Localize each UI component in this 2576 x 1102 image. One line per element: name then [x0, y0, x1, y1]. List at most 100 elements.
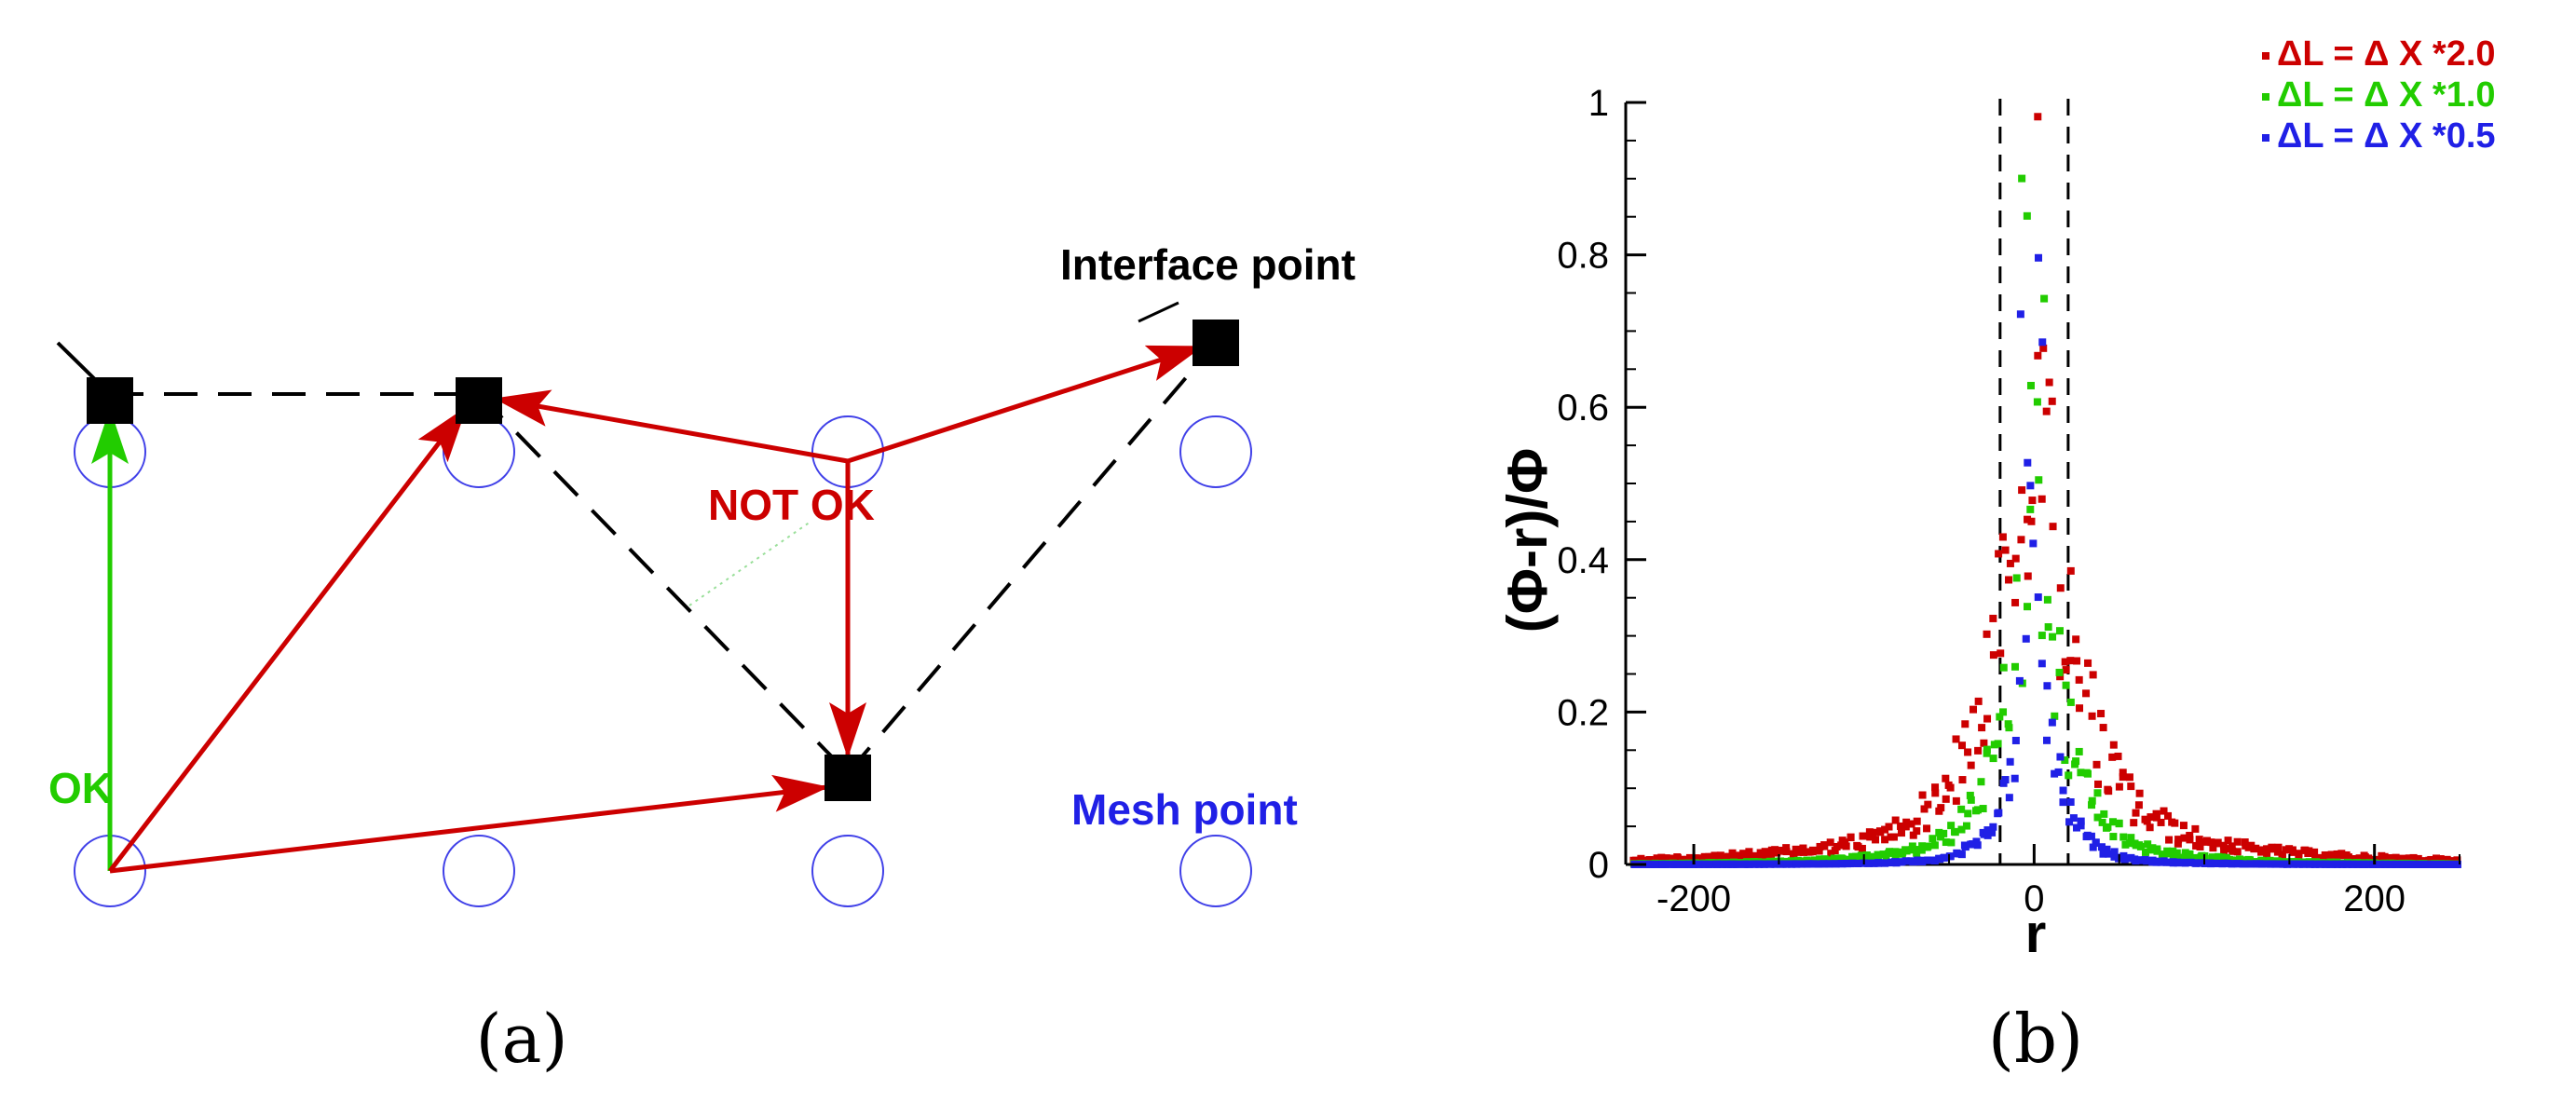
data-point: [2190, 853, 2199, 862]
data-point: [2043, 736, 2051, 744]
data-point: [2164, 811, 2173, 820]
data-point: [1866, 833, 1874, 841]
data-point: [1827, 850, 1835, 858]
data-point: [2152, 857, 2160, 865]
data-point: [1710, 853, 1718, 862]
interface-points: [87, 320, 1239, 801]
data-point: [2433, 854, 2441, 863]
data-point: [2310, 848, 2319, 856]
data-point: [2315, 853, 2324, 862]
data-point: [1967, 840, 1975, 849]
data-point: [2040, 294, 2049, 303]
data-point: [2180, 834, 2188, 842]
data-point: [2055, 627, 2064, 635]
data-point: [1745, 854, 1753, 863]
data-point: [2228, 842, 2236, 850]
data-point: [2017, 536, 2025, 544]
arrow-red: [109, 774, 829, 874]
data-point: [1914, 856, 1922, 864]
data-point: [2322, 860, 2330, 868]
data-point: [2015, 676, 2024, 685]
data-point: [2073, 657, 2081, 665]
data-point: [2115, 782, 2123, 791]
data-point: [2114, 752, 2122, 760]
data-point: [1716, 852, 1724, 861]
data-point: [2023, 211, 2031, 220]
data-point: [2038, 495, 2046, 503]
legend-marker: [2262, 52, 2269, 60]
data-point: [1909, 858, 1917, 866]
data-point: [2141, 815, 2149, 823]
data-point: [2147, 813, 2155, 822]
data-point: [2267, 845, 2275, 853]
data-point: [1833, 842, 1841, 850]
data-point: [2048, 718, 2056, 727]
data-point: [1824, 860, 1833, 868]
data-point: [1782, 844, 1791, 852]
data-point: [2099, 850, 2107, 858]
data-point: [2148, 844, 2157, 852]
data-point: [2075, 675, 2083, 684]
data-point: [1864, 853, 1873, 862]
data-point: [2359, 860, 2367, 868]
data-point: [2065, 818, 2074, 826]
data-point: [1832, 860, 1840, 868]
data-point: [1977, 778, 1985, 786]
data-point: [2039, 344, 2048, 352]
data-point: [2056, 753, 2065, 761]
data-point: [2135, 789, 2144, 797]
data-point: [2097, 843, 2106, 851]
data-point: [2157, 858, 2165, 866]
data-point: [1859, 832, 1867, 840]
data-point: [1896, 858, 1904, 866]
data-point: [1857, 851, 1865, 860]
data-point: [1917, 856, 1926, 864]
data-point: [1848, 859, 1857, 867]
data-point: [1972, 837, 1981, 846]
data-point: [2087, 832, 2095, 840]
data-point: [2054, 768, 2063, 776]
data-point: [1913, 827, 1921, 836]
data-point: [1766, 850, 1775, 859]
data-point: [1684, 860, 1693, 868]
legend-label: ΔL = Δ X *2.0: [2277, 34, 2496, 74]
data-point: [1745, 848, 1753, 856]
mesh-point: [811, 835, 884, 907]
data-point: [2342, 860, 2351, 868]
data-point: [2024, 572, 2032, 580]
data-point: [2004, 720, 2012, 728]
data-point: [1699, 860, 1708, 868]
data-point: [1957, 805, 1966, 813]
data-point: [2181, 852, 2189, 861]
data-point: [2006, 559, 2014, 567]
data-point: [1843, 859, 1851, 867]
data-point: [1989, 651, 1997, 660]
data-point: [2158, 850, 2166, 859]
data-point: [2011, 554, 2020, 563]
data-point: [2316, 860, 2324, 868]
data-point: [2121, 840, 2130, 849]
data-point: [2110, 848, 2119, 856]
data-point: [2065, 771, 2073, 780]
data-point: [2077, 769, 2085, 777]
data-point: [1998, 533, 2007, 541]
data-point: [1792, 860, 1801, 868]
data-point: [2027, 517, 2036, 525]
data-point: [1830, 854, 1838, 863]
y-tick-label: 0.4: [1557, 540, 1609, 581]
data-point: [1837, 841, 1846, 850]
data-point: [2066, 798, 2075, 807]
y-tick-label: 1: [1588, 83, 1609, 124]
data-point: [2061, 756, 2069, 765]
data-point: [2051, 712, 2059, 720]
data-point: [1978, 724, 1986, 732]
data-point: [2088, 796, 2096, 805]
data-point: [2043, 595, 2051, 604]
arrow-red: [847, 344, 1204, 464]
data-point: [1942, 795, 1950, 803]
data-point: [2163, 847, 2172, 855]
data-point: [2094, 780, 2103, 788]
data-point: [2035, 476, 2043, 484]
data-point: [2103, 823, 2111, 832]
data-point: [2348, 860, 2356, 868]
